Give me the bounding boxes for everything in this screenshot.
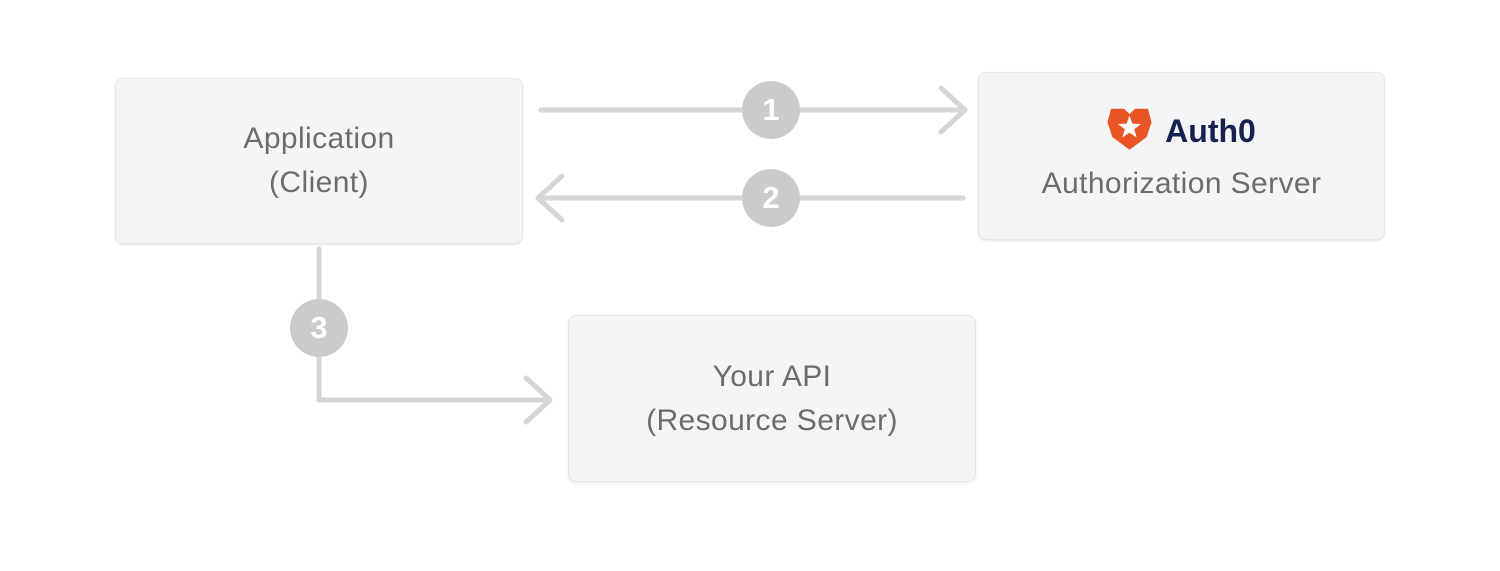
auth0-brand-row: Auth0 [1107,107,1256,156]
node-application: Application (Client) [115,78,523,244]
authorization-server-title: Authorization Server [1041,166,1322,200]
auth0-brand-text: Auth0 [1165,113,1256,149]
application-subtitle: (Client) [269,166,369,199]
application-title: Application [243,122,395,155]
step-badge-2: 2 [742,169,800,227]
api-title: Your API [712,359,832,393]
auth0-shield-star-icon [1107,108,1152,150]
step-badge-3: 3 [290,299,348,357]
api-subtitle: (Resource Server) [646,403,898,437]
node-authorization-server: Auth0 Authorization Server [978,72,1385,240]
arrow-step-3 [316,246,553,425]
node-api: Your API (Resource Server) [568,315,976,482]
step-badge-1: 1 [742,81,800,139]
